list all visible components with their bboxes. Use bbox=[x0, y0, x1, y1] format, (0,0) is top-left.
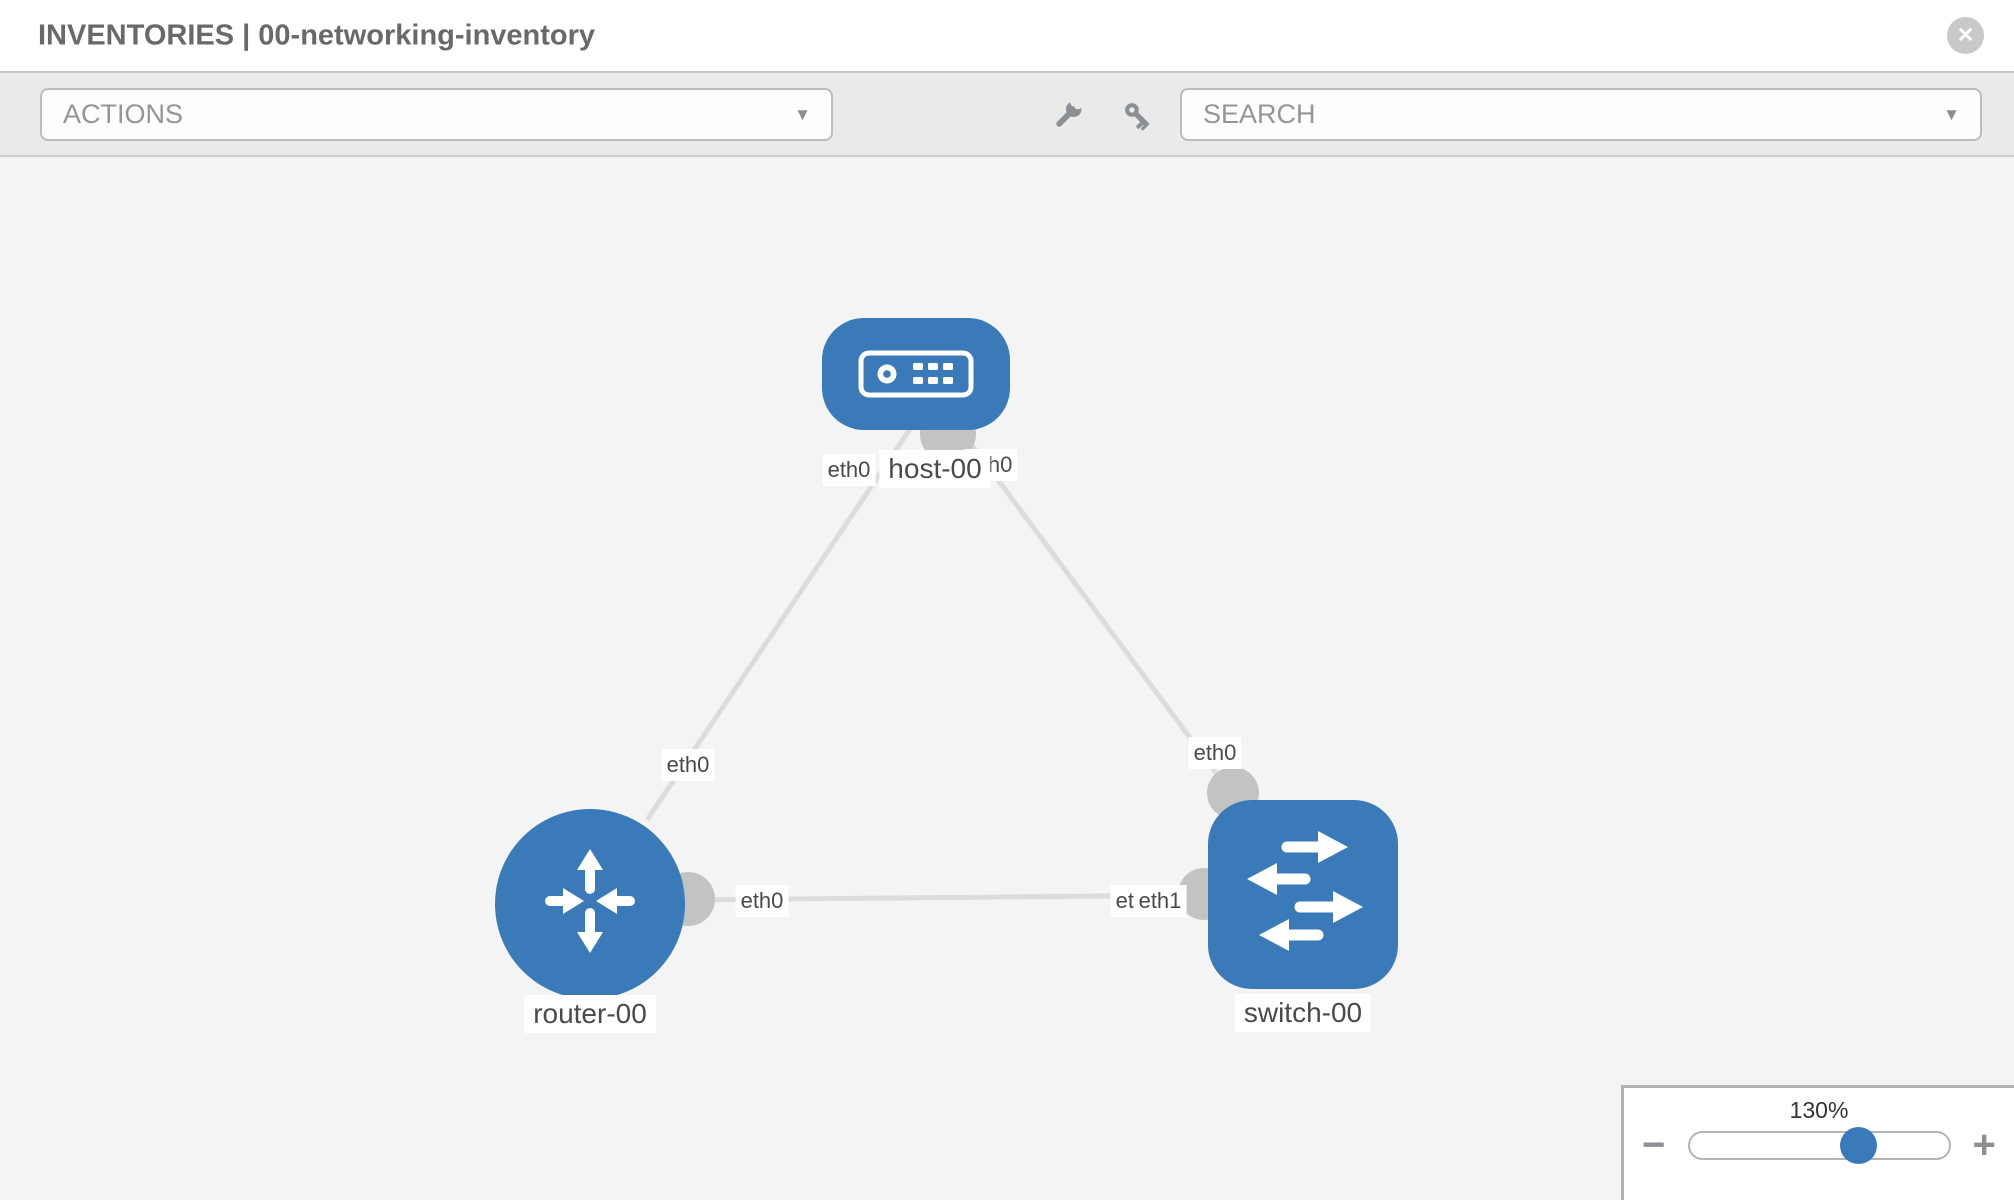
zoom-slider-thumb[interactable] bbox=[1839, 1126, 1877, 1164]
node-host-00[interactable] bbox=[822, 318, 1010, 430]
page-title: INVENTORIES | 00-networking-inventory bbox=[38, 19, 596, 51]
links bbox=[644, 427, 1235, 903]
zoom-in-button[interactable]: + bbox=[1973, 1125, 1996, 1165]
actions-dropdown[interactable]: ACTIONS ▼ bbox=[40, 88, 833, 141]
interface-label: eth1 bbox=[1133, 885, 1187, 917]
node-label: router-00 bbox=[524, 995, 656, 1033]
node-label: switch-00 bbox=[1234, 994, 1372, 1032]
zoom-level: 130% bbox=[1789, 1097, 1849, 1123]
interface-label: eth0 bbox=[822, 454, 876, 486]
page-header: INVENTORIES | 00-networking-inventory ✕ bbox=[0, 0, 2014, 73]
wrench-icon[interactable] bbox=[1050, 97, 1086, 133]
actions-dropdown-label: ACTIONS bbox=[63, 99, 184, 129]
close-icon: ✕ bbox=[1956, 24, 1975, 47]
search-dropdown-label: SEARCH bbox=[1203, 99, 1316, 129]
router-icon bbox=[545, 849, 635, 953]
zoom-panel: 130% − + bbox=[1621, 1085, 2014, 1200]
host-icon bbox=[858, 350, 974, 398]
plus-icon: + bbox=[1972, 1123, 1996, 1167]
switch-icon bbox=[1247, 831, 1363, 951]
minus-icon: − bbox=[1642, 1123, 1666, 1167]
chevron-down-icon: ▼ bbox=[794, 104, 811, 124]
key-icon[interactable] bbox=[1119, 97, 1155, 133]
toolbar: ACTIONS ▼ bbox=[0, 73, 2014, 157]
search-dropdown[interactable]: SEARCH ▼ bbox=[1180, 88, 1982, 141]
zoom-slider[interactable] bbox=[1687, 1126, 1951, 1164]
zoom-out-button[interactable]: − bbox=[1642, 1125, 1665, 1165]
chevron-down-icon: ▼ bbox=[1943, 104, 1960, 124]
node-label: host-00 bbox=[879, 450, 991, 488]
topology-canvas[interactable]: eth0 eth0 eth0 eth0 eth0 eth0 eth1 host-… bbox=[0, 157, 2014, 1200]
interface-label: eth0 bbox=[661, 749, 715, 781]
node-switch-00[interactable] bbox=[1208, 800, 1398, 989]
graph-svg bbox=[495, 318, 1398, 999]
interface-label: eth0 bbox=[1188, 737, 1242, 769]
close-button[interactable]: ✕ bbox=[1947, 17, 1984, 54]
node-router-00[interactable] bbox=[495, 809, 685, 999]
interface-label: eth0 bbox=[735, 885, 789, 917]
link-host-switch[interactable] bbox=[957, 427, 1235, 796]
